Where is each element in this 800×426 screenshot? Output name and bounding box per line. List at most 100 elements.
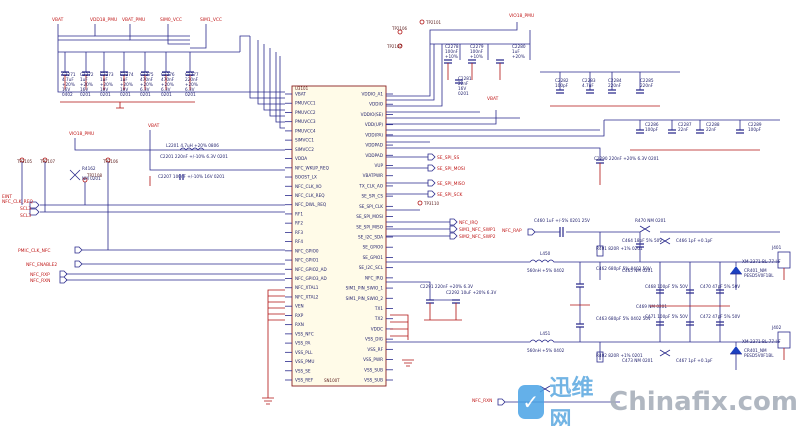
se-spi-nets: SE_SPI_SS SE_SPI_MOSI SE_SPI_MISO SE_SPI… [386,153,466,198]
esd-d402-part: PESD5V0F1BL [744,353,774,358]
net-scl3-b: SCL3 [20,213,31,219]
svg-text:+20%: +20% [120,82,133,87]
watermark-en: Chinafix.com [609,387,798,417]
ic-pin-label: SIM1_PIN_SWIO_2 [346,296,384,301]
svg-text:C2285: C2285 [640,78,654,83]
svg-text:C2278: C2278 [445,44,459,49]
left-nets: NFC_CLK_REQ SCL3 EINT SCL3 PMIC_CLK_NFC … [2,130,285,284]
esd-d402: CR401_NM [744,348,767,353]
net-nfc-rxn: NFC_RXN [30,278,50,284]
watermark-logo-icon: ✓ [518,385,544,419]
ic-pin-label: NFC_CLK_XO [295,184,322,189]
cap-c2201: C2201 220nF +/-10% 6.3V 0201 [160,154,228,159]
ic-pin-label: VDDIO(SE) [361,112,384,117]
svg-text:16V: 16V [80,87,88,92]
svg-text:C2283: C2283 [582,78,596,83]
tp-label: TP2106 [391,26,407,31]
net-sim2-swp: SIM2_NFC_SWP2 [459,234,496,240]
ic-pin-label: BOOST_LX [295,175,317,180]
svg-text:C2277: C2277 [185,72,199,77]
cap-c470: C470 47pF 5% 50V [700,284,740,289]
rail-label-vbat-pmu: VBAT_PMU [122,17,145,23]
svg-text:0402: 0402 [62,92,73,97]
resistor-r401: R401 820R +1% 0201 [596,246,643,251]
ic-pin-label: SE_I2C_SCL [359,265,384,270]
svg-text:C2272: C2272 [80,72,94,77]
tp-label: TP2101 [425,20,441,25]
svg-text:C2284: C2284 [608,78,622,83]
svg-text:C2286: C2286 [645,122,659,127]
svg-text:4.7uF: 4.7uF [62,77,74,82]
cap-c473: C473 NM 0201 [622,358,653,363]
watermark-cn: 迅维网 [549,376,594,426]
cap-c465: C465 NM 0201 [622,268,653,273]
svg-text:C2282: C2282 [555,78,569,83]
ic-pin-label: TX1 [374,306,383,311]
esd-d401: CR401_NM [744,268,767,273]
svg-text:16V: 16V [458,86,466,91]
inductor-l450: L450 [540,251,551,256]
ic-pin-label: RXN [295,322,304,327]
ic-pin-label: RXP [295,313,304,318]
ic-pin-label: SE_GPIO0 [363,245,384,250]
test-points: TP2101 TP2106 TP2107 TP3105 TP2107 TP210… [16,19,441,206]
ic-pin-label: VDDC [371,326,383,331]
svg-text:220nF: 220nF [640,83,654,88]
ic-pin-label: VSS_PMU [295,359,314,364]
rail-label-sim0-vcc: SIM0_VCC [160,17,182,23]
ic-pin-label: VSS_PWR [363,357,383,362]
svg-text:C2274: C2274 [120,72,134,77]
ic-pin-label: VDDPAD [365,143,383,148]
ic-pin-label: NFC_XTAL1 [295,285,319,290]
ic-pin-label: TX2 [374,316,383,321]
ic-pin-label: PMUVCC1 [295,101,316,106]
ic-pin-label: VSS_DIG [365,337,383,342]
svg-text:C2279: C2279 [470,44,484,49]
svg-text:1uF: 1uF [512,49,520,54]
ic-pin-label: VSS_PA [295,341,311,346]
esd-d401-part: PESD5V0F1BL [744,273,774,278]
ic-pin-label: PMUVCC3 [295,119,316,124]
connector-j401: J401 [771,245,782,250]
tp-label: TP2108 [86,173,102,178]
ic-pin-label: VSS_SE [295,368,311,373]
net-se-spi-miso: SE_SPI_MISO [437,181,466,187]
svg-text:22nF: 22nF [678,127,689,132]
ic-pin-label: SE_SPI_CLK [359,204,383,209]
connector-j402-part: XM-2371-BL-77-I-F [742,339,781,344]
ic-pin-label: VDDIO_A1 [362,92,384,97]
svg-text:0201: 0201 [161,92,172,97]
svg-text:C2280: C2280 [512,44,526,49]
svg-text:0201: 0201 [458,91,469,96]
svg-text:C2276: C2276 [161,72,175,77]
net-pmic-clk-nfc: PMIC_CLK_NFC [18,248,50,254]
cap-c472: C472 47pF 5% 50V [700,314,740,319]
svg-text:+20%: +20% [185,82,198,87]
svg-text:+20%: +20% [140,82,153,87]
inductor-l450-value: 560nH +5% 0402 [527,268,565,273]
tp-label: TP2107 [39,159,55,164]
svg-text:100pF: 100pF [748,127,762,132]
ic-pin-label: VSS_REF [295,378,314,383]
ic-pin-label: VBATPWR [363,173,384,178]
inductor-l2201: L2201 4.7uH +20% 0806 [166,143,219,148]
net-nfc-rxp: NFC_RXP [30,272,50,278]
net-se-spi-sck: SE_SPI_SCK [437,192,463,198]
ic-pin-label: PMUVCC2 [295,110,316,115]
svg-text:470nF: 470nF [161,77,175,82]
cap-c462: C462 680pF 5% 0402 50V [596,266,651,271]
svg-text:1uF: 1uF [120,77,128,82]
svg-text:4.7uF: 4.7uF [582,83,594,88]
net-nfc-rxn-bottom: NFC_RXN [472,398,492,404]
cap-c469: C469 NM 0201 [636,304,667,309]
ic-ref: U3101 [295,86,309,91]
net-nfc-enable: NFC_ENABLE2 [26,262,57,268]
svg-text:100nF: 100nF [470,49,484,54]
svg-text:470nF: 470nF [140,77,154,82]
resistor-r402: R402 820R +1% 0201 [596,353,643,358]
